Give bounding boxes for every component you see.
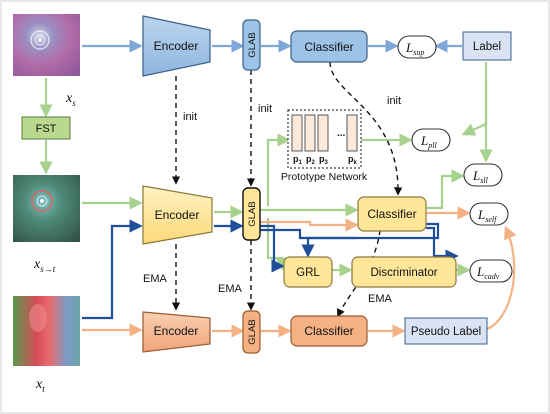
prototype-p3: p3 (319, 154, 329, 166)
loss-sll: Lsll (463, 163, 503, 187)
arrow-classifier2-to-grl (301, 236, 356, 258)
init-classifier-line (329, 61, 403, 196)
dark-loop (260, 222, 440, 240)
prototype-p1: p1 (293, 154, 303, 166)
svg-text:GLAB: GLAB (247, 201, 258, 226)
prototype-network: ... p1 p2 p3 pk Prototype Network (281, 109, 368, 183)
svg-text:Pseudo Label: Pseudo Label (411, 326, 481, 338)
svg-text:Lself: Lself (477, 207, 498, 224)
svg-text:GLAB: GLAB (247, 319, 258, 344)
pseudo-label-block: Pseudo Label (404, 317, 488, 345)
svg-text:FST: FST (36, 123, 57, 135)
arrow-glab2-to-grl (260, 224, 285, 273)
ema-classifier-line (337, 229, 381, 318)
discriminator-block: Discriminator (351, 256, 457, 288)
arrow-classifier2-to-lsll (426, 169, 465, 210)
loss-self: Lself (469, 202, 509, 226)
init-glab-label: init (258, 103, 272, 115)
prototype-bar-1 (291, 114, 303, 152)
loss-cadv: Lcadv (469, 259, 513, 283)
prototype-pk: pk (348, 154, 358, 166)
arrow-glab2-to-classifier-orange (260, 218, 359, 232)
arrow-glab2-to-prototypes (266, 133, 291, 206)
ema-encoder-label: EMA (143, 273, 168, 285)
grl-block: GRL (283, 256, 333, 288)
svg-text:Lcadv: Lcadv (476, 264, 500, 281)
glab-target: GLAB (242, 310, 261, 354)
encoder-target: Encoder (142, 311, 211, 353)
svg-text:GRL: GRL (296, 267, 320, 279)
source-image (13, 14, 80, 76)
prototype-bar-k (346, 114, 358, 152)
loss-sup: Lsup (397, 35, 437, 59)
target-image (13, 296, 80, 366)
translated-image-label: xs→t (33, 257, 56, 274)
encoder-translated: Encoder (142, 185, 213, 245)
fst-block: FST (21, 116, 71, 140)
source-image-label: xs (65, 91, 76, 108)
prototype-dots: ... (337, 128, 346, 139)
svg-text:Lsll: Lsll (472, 168, 489, 185)
prototype-bar-3 (317, 114, 329, 152)
ema-classifier-label: EMA (368, 293, 393, 305)
svg-text:Discriminator: Discriminator (370, 267, 437, 279)
classifier-translated: Classifier (357, 196, 427, 232)
arrow-target-to-encoder2 (82, 219, 143, 320)
svg-text:Lpll: Lpll (420, 133, 437, 150)
target-image-label: xt (35, 377, 45, 394)
classifier-target: Classifier (290, 315, 368, 347)
svg-text:Encoder: Encoder (154, 39, 199, 53)
svg-text:Encoder: Encoder (155, 208, 200, 222)
svg-text:Classifier: Classifier (304, 324, 353, 338)
label-block: Label (462, 31, 512, 61)
init-classifier-label: init (387, 95, 401, 107)
svg-text:Lsup: Lsup (405, 40, 424, 57)
svg-text:Encoder: Encoder (154, 324, 199, 338)
arrow-pseudo-to-lself (486, 225, 517, 331)
svg-text:Label: Label (473, 41, 501, 53)
classifier-source: Classifier (290, 30, 368, 63)
prototype-p2: p2 (306, 154, 316, 166)
svg-text:Classifier: Classifier (304, 40, 353, 54)
arrow-classifier2-to-disc (426, 226, 459, 263)
init-encoder-label: init (183, 111, 197, 123)
svg-text:GLAB: GLAB (247, 32, 258, 57)
prototype-bar-2 (304, 114, 316, 152)
ema-glab-label: EMA (218, 283, 243, 295)
glab-source: GLAB (242, 19, 261, 71)
prototype-network-label: Prototype Network (281, 171, 368, 183)
encoder-source: Encoder (142, 15, 211, 77)
loss-pll: Lpll (411, 128, 451, 152)
translated-image (13, 175, 80, 242)
svg-text:Classifier: Classifier (367, 207, 416, 221)
glab-translated: GLAB (242, 187, 261, 241)
